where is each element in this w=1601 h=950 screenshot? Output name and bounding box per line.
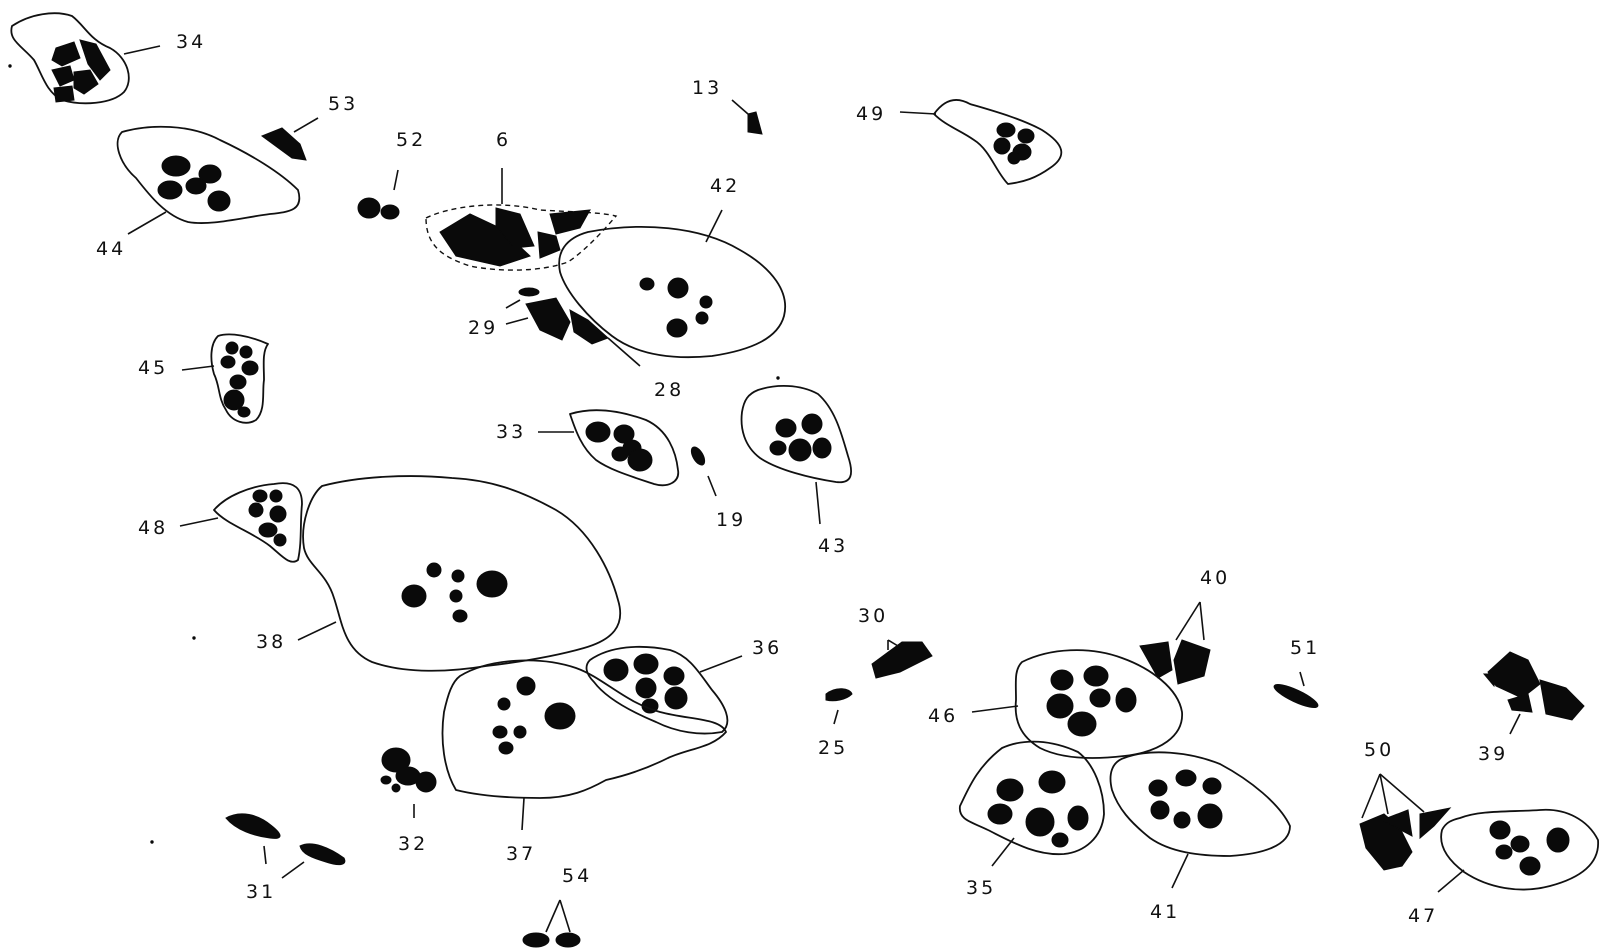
- object-28: 28: [569, 309, 684, 401]
- object-50: 50: [1359, 739, 1452, 871]
- cell-44: 44: [96, 125, 301, 260]
- label-45: 45: [138, 357, 168, 379]
- label-36: 36: [752, 637, 782, 659]
- label-30: 30: [858, 605, 888, 627]
- label-19: 19: [716, 509, 746, 531]
- label-51: 51: [1290, 637, 1320, 659]
- label-48: 48: [138, 517, 168, 539]
- object-51: 51: [1273, 637, 1320, 709]
- label-37: 37: [506, 843, 536, 865]
- label-6: 6: [496, 129, 511, 151]
- cell-6: 6: [425, 129, 618, 271]
- object-53: 53: [260, 93, 358, 161]
- label-40: 40: [1200, 567, 1230, 589]
- label-54: 54: [562, 865, 592, 887]
- object-25: 25: [818, 688, 853, 759]
- speck: [8, 64, 12, 68]
- label-50: 50: [1364, 739, 1394, 761]
- label-43: 43: [818, 535, 848, 557]
- label-38: 38: [256, 631, 286, 653]
- object-29: 29: [468, 287, 571, 341]
- label-31: 31: [246, 881, 276, 903]
- label-39: 39: [1478, 743, 1508, 765]
- label-41: 41: [1150, 901, 1180, 923]
- cell-48: 48: [138, 482, 303, 563]
- object-32: 32: [380, 747, 437, 855]
- object-31: 31: [225, 813, 346, 903]
- object-19: 19: [690, 446, 746, 531]
- label-13: 13: [692, 77, 722, 99]
- speck: [150, 840, 154, 844]
- label-28: 28: [654, 379, 684, 401]
- label-47: 47: [1408, 905, 1438, 927]
- speck: [776, 376, 780, 380]
- cell-45: 45: [138, 333, 269, 424]
- label-29: 29: [468, 317, 498, 339]
- cell-43: 43: [740, 385, 852, 557]
- object-39: 39: [1478, 651, 1585, 765]
- object-30: 30: [858, 605, 933, 679]
- object-54: 54: [522, 865, 592, 948]
- cell-35: 35: [959, 740, 1105, 899]
- object-52: 52: [357, 129, 426, 220]
- cell-33: 33: [496, 409, 680, 487]
- cell-49: 49: [856, 99, 1063, 185]
- object-13: 13: [692, 77, 763, 135]
- label-49: 49: [856, 103, 886, 125]
- cell-38: 38: [256, 475, 622, 672]
- cell-34: 34: [10, 12, 206, 105]
- label-42: 42: [710, 175, 740, 197]
- cell-42: 42: [558, 175, 786, 359]
- cell-46: 46: [928, 649, 1183, 759]
- cell-41: 41: [1109, 751, 1291, 923]
- cell-37: 37: [441, 659, 727, 865]
- label-46: 46: [928, 705, 958, 727]
- speck: [192, 636, 196, 640]
- label-34: 34: [176, 31, 206, 53]
- label-33: 33: [496, 421, 526, 443]
- label-44: 44: [96, 238, 126, 260]
- cell-36: 36: [585, 637, 782, 735]
- object-40: 40: [1139, 567, 1230, 685]
- label-25: 25: [818, 737, 848, 759]
- label-53: 53: [328, 93, 358, 115]
- label-35: 35: [966, 877, 996, 899]
- cell-47: 47: [1408, 808, 1599, 927]
- label-52: 52: [396, 129, 426, 151]
- label-32: 32: [398, 833, 428, 855]
